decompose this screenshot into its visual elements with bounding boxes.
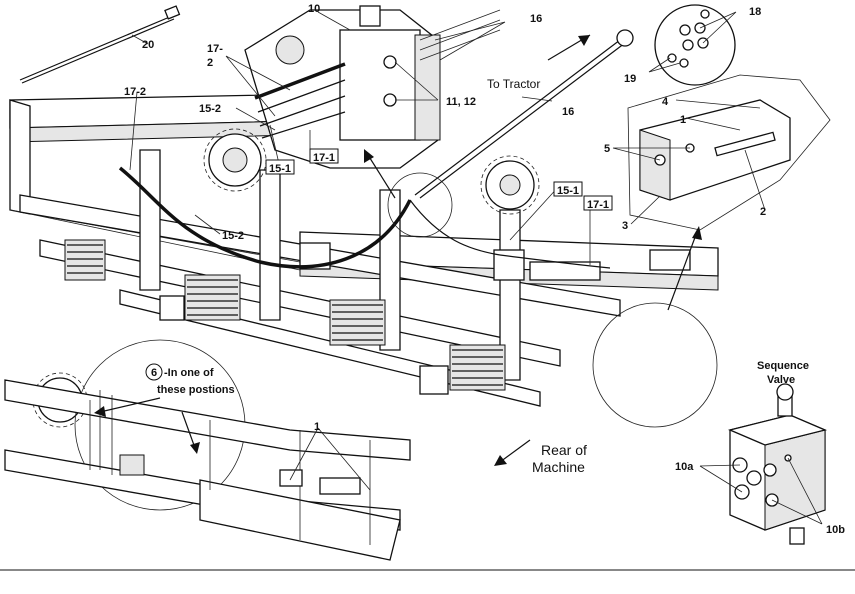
box-17-1b (583, 195, 613, 211)
label-17-2-part2: 2 (207, 57, 213, 69)
label-15-1-mid: 15-1 (557, 185, 579, 197)
detail-circles-drawing (74, 4, 736, 511)
circle-6 (145, 363, 163, 381)
sequence-valve-drawing (727, 383, 828, 545)
sequence-valve-line1: Sequence (757, 360, 809, 372)
box-15-1a (265, 159, 295, 175)
label-11-12: 11, 12 (446, 96, 476, 108)
annotations: To Tractor -In one of these postions Rea… (157, 77, 809, 475)
spring-assemblies-drawing (64, 239, 506, 395)
label-20: 20 (142, 39, 154, 51)
label-18: 18 (749, 6, 761, 18)
beam-end-inset-drawing (627, 74, 831, 231)
label-4: 4 (662, 96, 669, 108)
rear-frame-inset-drawing (4, 379, 411, 561)
leader-lines (129, 11, 823, 525)
hydraulic-hoses-drawing (118, 29, 634, 269)
label-5: 5 (604, 143, 610, 155)
to-tractor-text: To Tractor (487, 77, 540, 91)
label-17-2-left: 17-2 (124, 86, 146, 98)
label-17-1-top: 17-1 (313, 152, 335, 164)
label-10a: 10a (675, 461, 694, 473)
label-15-2-top: 15-2 (199, 103, 221, 115)
label-6: 6 (151, 367, 157, 379)
label-16-mid: 16 (562, 106, 574, 118)
label-15-1-top: 15-1 (269, 163, 291, 175)
direction-arrows (94, 34, 702, 466)
label-1-bottom: 1 (314, 421, 320, 433)
label-17-1-mid: 17-1 (587, 199, 609, 211)
box-15-1b (553, 181, 583, 197)
sequence-valve-line2: Valve (767, 374, 795, 386)
label-10b: 10b (826, 524, 845, 536)
label-2: 2 (760, 206, 766, 218)
label-17-2-part1: 17- (207, 43, 223, 55)
rear-of-machine-line1: Rear of (541, 442, 587, 458)
positions-text-line2: these postions (157, 384, 235, 396)
box-17-1a (309, 148, 339, 164)
part-labels: 20 10 16 18 17- 2 19 15-2 11, 12 17-2 15… (124, 3, 845, 536)
label-1-right: 1 (680, 114, 686, 126)
cable-tie-drawing (19, 5, 181, 84)
label-15-2-mid: 15-2 (222, 230, 244, 242)
label-10: 10 (308, 3, 320, 15)
rear-of-machine-line2: Machine (532, 459, 585, 475)
label-19: 19 (624, 73, 636, 85)
valve-hose-inset-drawing (244, 5, 501, 169)
label-16-top: 16 (530, 13, 542, 25)
positions-text-line1: -In one of (164, 367, 214, 379)
hose-ends-closeup-drawing (667, 9, 710, 68)
label-3: 3 (622, 220, 628, 232)
